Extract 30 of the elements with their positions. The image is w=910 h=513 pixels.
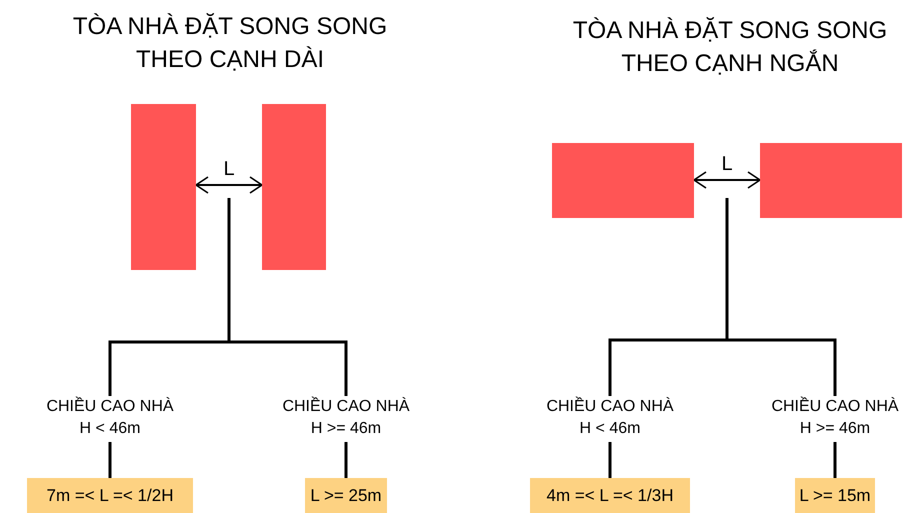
condition-text: CHIỀU CAO NHÀ [546, 396, 674, 417]
connector-line [693, 171, 761, 189]
connector-line [344, 442, 348, 478]
connector-line [834, 442, 836, 478]
condition-text: CHIỀU CAO NHÀ [282, 396, 410, 417]
building-block [131, 104, 196, 270]
building-block [760, 143, 902, 218]
condition-text: H < 46m [80, 419, 140, 439]
result-text: 4m =< L =< 1/3H [546, 484, 674, 507]
result-box [305, 478, 387, 513]
condition-text: H >= 46m [800, 419, 870, 439]
heading: TÒA NHÀ ĐẶT SONG SONG THEO CẠNH DÀI [72, 12, 388, 75]
result-text: L >= 15m [799, 484, 871, 507]
result-text: L >= 25m [310, 484, 382, 507]
result-box [530, 478, 690, 513]
condition-text: CHIỀU CAO NHÀ [771, 396, 899, 417]
connector-line [108, 442, 112, 478]
connector-line [228, 198, 348, 396]
result-box [795, 478, 875, 513]
heading: TÒA NHÀ ĐẶT SONG SONG THEO CẠNH NGẮN [572, 16, 888, 79]
connector-line [608, 442, 612, 478]
condition-text: CHIỀU CAO NHÀ [46, 396, 174, 417]
result-box [27, 478, 193, 513]
condition-text: H < 46m [580, 419, 640, 439]
building-block [262, 104, 326, 270]
connector-line [195, 176, 263, 194]
condition-text: H >= 46m [310, 419, 382, 439]
building-block [552, 143, 694, 218]
connector-line [726, 198, 836, 396]
result-text: 7m =< L =< 1/2H [46, 484, 174, 507]
